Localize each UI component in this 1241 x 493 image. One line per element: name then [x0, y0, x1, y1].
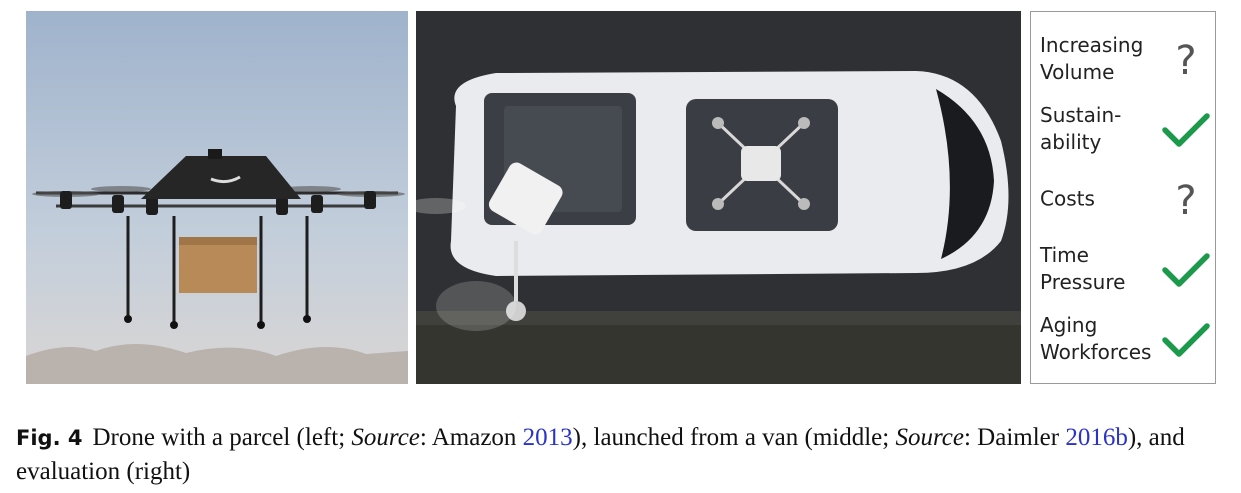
eval-label: Costs	[1040, 186, 1095, 211]
citation-link[interactable]: 2016b	[1065, 424, 1128, 451]
svg-text:?: ?	[1175, 178, 1196, 224]
caption-text: : Amazon	[419, 424, 523, 451]
checkmark-icon	[1161, 244, 1211, 294]
eval-label: Sustain- ability	[1040, 103, 1122, 154]
caption-source-word: Source	[895, 424, 964, 451]
evaluation-panel: Increasing Volume ? Sustain- ability Cos…	[1030, 11, 1216, 384]
van-with-drone-photo	[416, 11, 1021, 384]
caption-text: ), launched from a van (middle;	[572, 424, 896, 451]
citation-link[interactable]: 2013	[522, 424, 573, 451]
svg-text:?: ?	[1175, 38, 1196, 84]
eval-label: Time Pressure	[1040, 243, 1126, 294]
drone-with-parcel-photo	[26, 11, 408, 384]
checkmark-icon	[1161, 104, 1211, 154]
figure-label: Fig. 4	[16, 426, 83, 450]
eval-row-costs: Costs ?	[1031, 164, 1215, 234]
eval-label: Aging Workforces	[1040, 313, 1152, 364]
eval-row-time-pressure: Time Pressure	[1031, 234, 1215, 304]
figure-caption: Fig. 4 Drone with a parcel (left; Source:…	[16, 421, 1231, 488]
caption-text: Drone with a parcel (left;	[92, 424, 352, 451]
eval-row-increasing-volume: Increasing Volume ?	[1031, 24, 1215, 94]
caption-text: ), and evaluation (right)	[16, 424, 1185, 485]
question-icon: ?	[1161, 34, 1211, 84]
eval-label: Increasing Volume	[1040, 33, 1144, 84]
caption-source-word: Source	[351, 424, 420, 451]
checkmark-icon	[1161, 314, 1211, 364]
question-icon: ?	[1161, 174, 1211, 224]
caption-text: : Daimler	[963, 424, 1066, 451]
eval-row-sustainability: Sustain- ability	[1031, 94, 1215, 164]
eval-row-aging-workforces: Aging Workforces	[1031, 304, 1215, 374]
